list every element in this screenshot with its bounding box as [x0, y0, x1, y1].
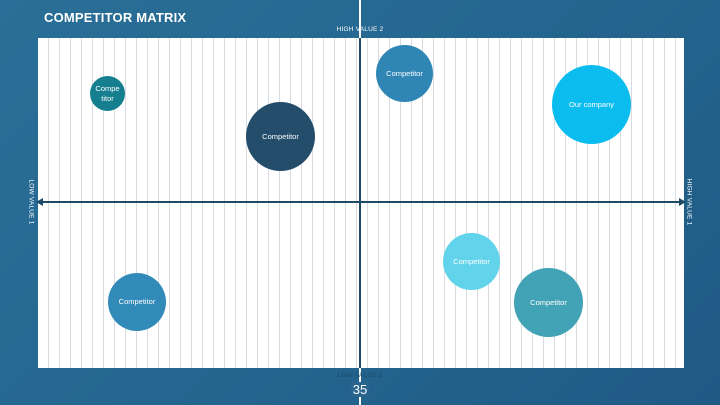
slide-title: COMPETITOR MATRIX [44, 10, 187, 25]
axis-label-bottom: LOW VALUE 2 [337, 372, 383, 379]
bubble-label: Competitor [453, 256, 490, 266]
axis-label-left: LOW VALUE 1 [27, 179, 35, 225]
bubble-label: Competitor [262, 131, 299, 141]
bubble-competitor-bottom-left[interactable]: Competitor [108, 273, 166, 331]
vertical-axis-line [359, 38, 361, 368]
bubble-label: Competitor [530, 297, 567, 307]
page-number: 35 [350, 382, 370, 397]
horizontal-axis-line [38, 201, 684, 203]
bubble-label: Competitor [386, 68, 423, 78]
bubble-our-company[interactable]: Our company [552, 65, 631, 144]
bubble-label: Our company [568, 99, 615, 109]
bubble-label: Compe titor [95, 84, 120, 103]
arrow-right-icon [679, 198, 686, 206]
bubble-competitor-dark[interactable]: Competitor [246, 102, 315, 171]
bubble-competitor-light[interactable]: Competitor [443, 233, 500, 290]
bubble-competitor-small[interactable]: Compe titor [90, 76, 125, 111]
bubble-label: Competitor [118, 297, 156, 307]
bubble-competitor-top[interactable]: Competitor [376, 45, 433, 102]
axis-label-right: HIGH VALUE 1 [685, 178, 693, 226]
arrow-left-icon [36, 198, 43, 206]
axis-label-top: HIGH VALUE 2 [336, 26, 384, 33]
bubble-competitor-bottom-right[interactable]: Competitor [514, 268, 583, 337]
